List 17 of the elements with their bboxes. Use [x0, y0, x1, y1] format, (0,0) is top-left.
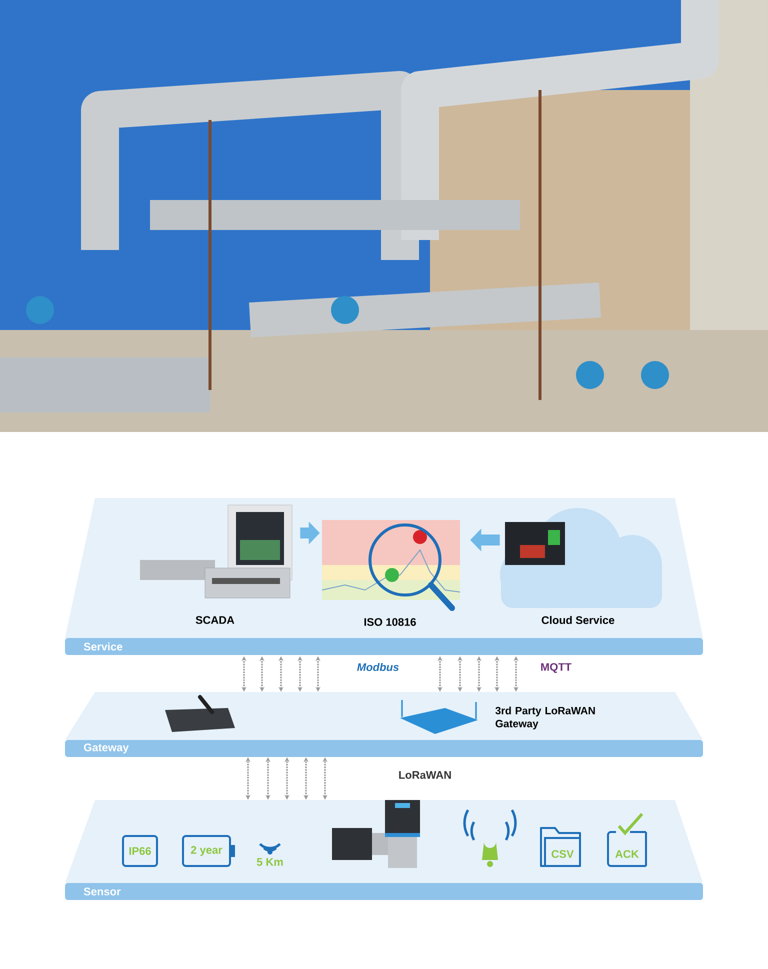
device-caption: SCADA — [196, 616, 234, 624]
range-label: 5 Km — [256, 858, 283, 866]
device-caption: ISO 10816 — [364, 618, 416, 626]
protocol-label: Modbus — [357, 662, 399, 672]
folder-badge: CSV — [540, 827, 581, 867]
sensor-drawing — [332, 800, 420, 868]
protocol-label: MQTT — [541, 663, 572, 673]
battery-badge: 2 year — [182, 835, 235, 867]
gateway-drawing — [165, 695, 235, 732]
device-caption: 3rd Party LoRaWAN Gateway — [495, 706, 595, 730]
node-label: Gateway — [84, 744, 129, 754]
device-caption: Cloud Service — [542, 616, 614, 624]
node-label: Service — [84, 642, 122, 651]
spec-badge: IP66 — [122, 835, 158, 867]
check-badge: ACK — [607, 813, 647, 867]
protocol-label: LoRaWAN — [399, 771, 451, 779]
node-label: Sensor — [84, 888, 121, 896]
